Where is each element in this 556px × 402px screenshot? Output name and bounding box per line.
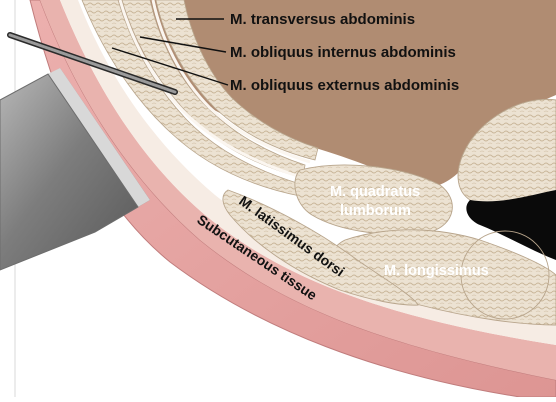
label-quadratus-line1: M. quadratus xyxy=(330,184,420,200)
label-obliquus-internus: M. obliquus internus abdominis xyxy=(230,44,456,61)
label-quadratus-line2: lumborum xyxy=(340,203,411,219)
label-transversus: M. transversus abdominis xyxy=(230,11,415,28)
label-obliquus-externus: M. obliquus externus abdominis xyxy=(230,77,459,94)
label-longissimus: M. longissimus xyxy=(384,263,489,279)
